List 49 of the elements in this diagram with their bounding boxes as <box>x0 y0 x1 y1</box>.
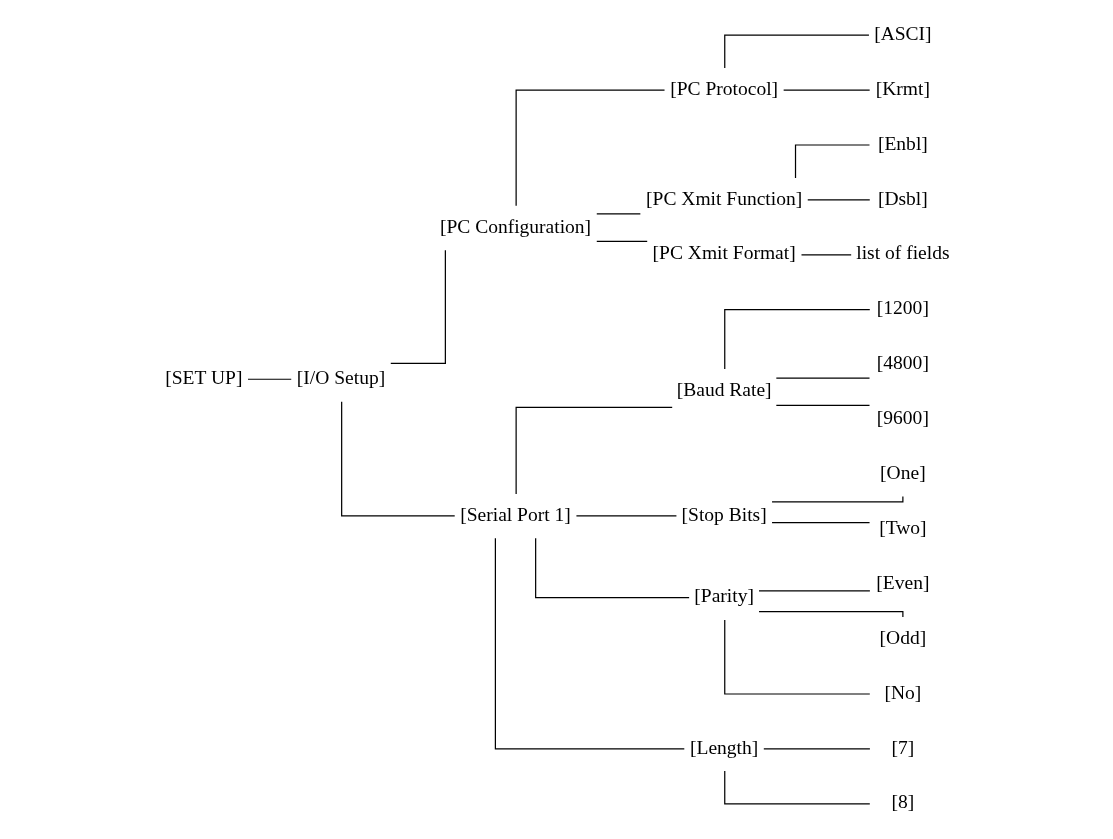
node-text: [No] <box>883 681 921 703</box>
node-text: [8] <box>891 791 914 813</box>
node-text: [Even] <box>875 571 929 593</box>
node-text: [I/O Setup] <box>296 366 385 388</box>
connector <box>494 537 685 750</box>
connector <box>515 89 665 207</box>
node-text: [Stop Bits] <box>681 503 767 525</box>
node-text: [ASCI] <box>873 22 932 44</box>
connector <box>775 404 870 407</box>
connector <box>723 619 870 695</box>
node-text: [9600] <box>876 407 929 429</box>
node-text: [Baud Rate] <box>676 379 772 401</box>
connector <box>770 522 870 524</box>
connector <box>575 515 677 517</box>
connector <box>389 249 446 364</box>
node-text: [4800] <box>876 352 929 374</box>
node-text: [7] <box>891 736 914 758</box>
connector <box>775 377 870 379</box>
connector <box>340 401 455 517</box>
connector <box>782 89 870 91</box>
connector <box>723 770 870 805</box>
node-text: [PC Configuration] <box>439 215 591 237</box>
connector <box>595 240 648 242</box>
connector <box>723 309 870 370</box>
node-text: [Krmt] <box>875 77 930 99</box>
node-text: [Length] <box>689 736 758 758</box>
connector <box>595 213 641 215</box>
connector <box>534 537 690 599</box>
node-text: [1200] <box>876 297 929 319</box>
connector <box>246 378 292 380</box>
node-text: [Two] <box>878 516 927 538</box>
node-text: [Serial Port 1] <box>459 503 571 525</box>
node-text: [Parity] <box>693 585 754 607</box>
connector <box>723 34 870 69</box>
node-text: [One] <box>879 462 926 484</box>
node-text: list of fields <box>855 242 949 264</box>
connector <box>515 406 673 495</box>
node-text: [PC Xmit Format] <box>652 242 796 264</box>
node-text: [PC Protocol] <box>669 77 778 99</box>
connector <box>762 748 870 750</box>
connector <box>757 590 870 592</box>
connector <box>806 199 870 201</box>
connector <box>800 254 852 256</box>
connector <box>794 144 870 179</box>
node-text: [Enbl] <box>877 132 928 154</box>
node-text: [SET UP] <box>164 366 242 388</box>
node-text: [Odd] <box>879 626 926 648</box>
node-text: [PC Xmit Function] <box>645 187 802 209</box>
node-text: [Dsbl] <box>877 187 928 209</box>
